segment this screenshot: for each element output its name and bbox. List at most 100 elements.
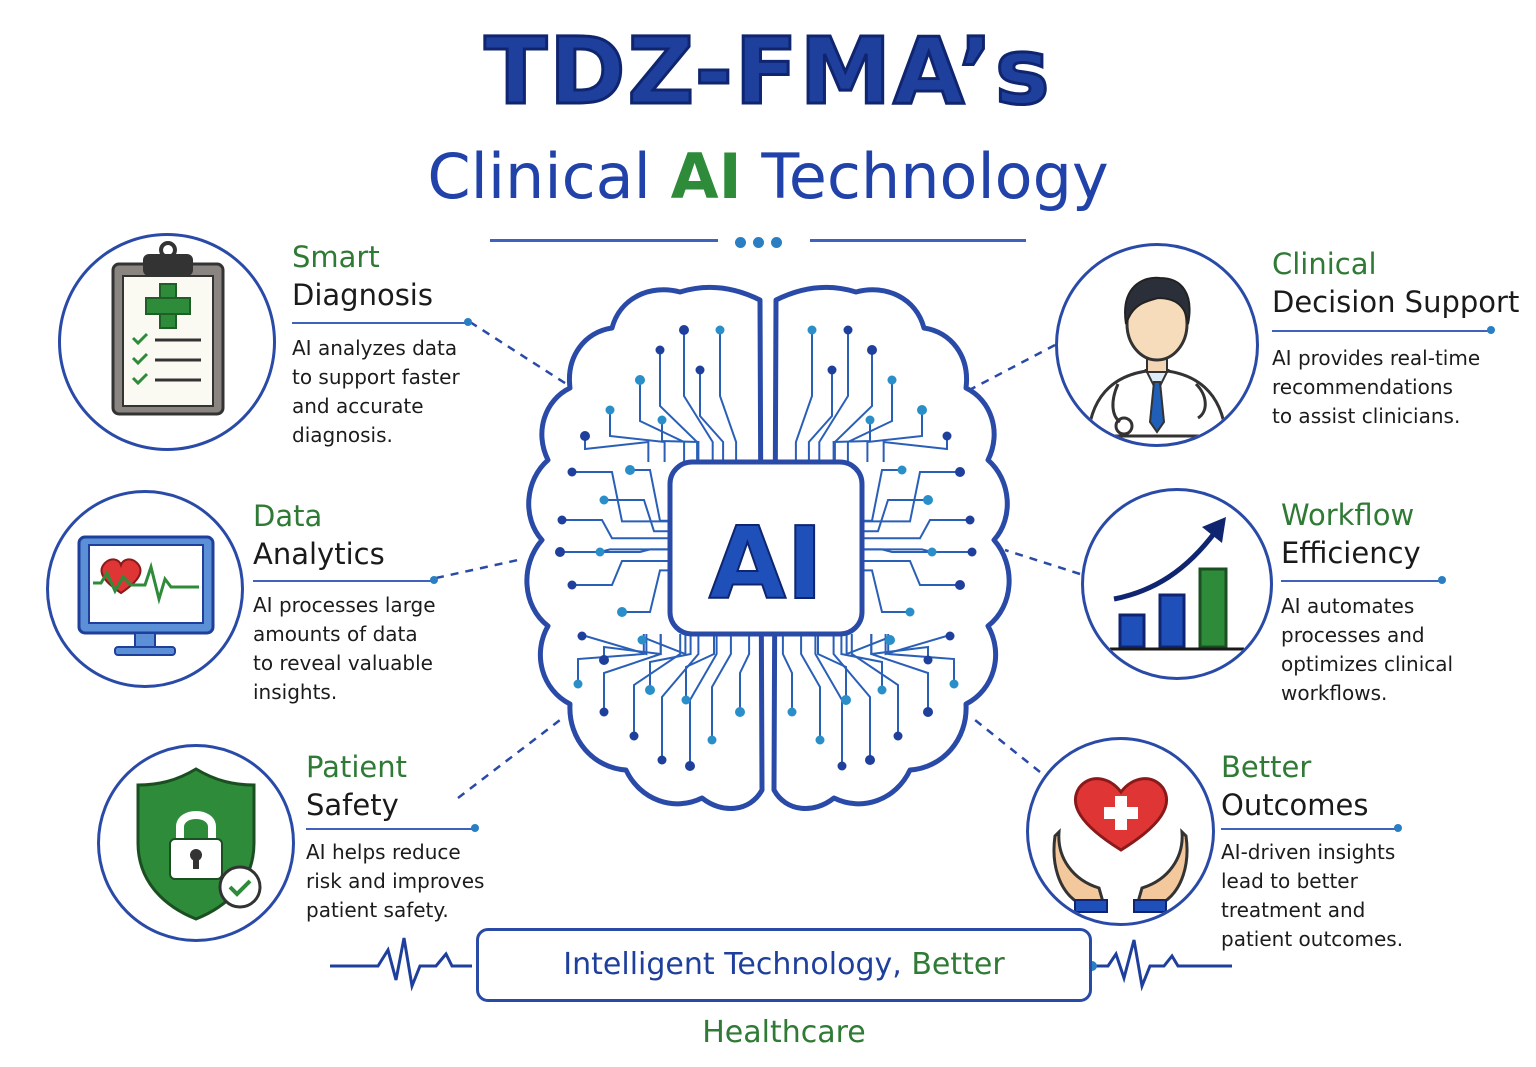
patient-safety-description: AI helps reduce risk and improves patien…: [306, 840, 485, 922]
title-divider-left: [490, 239, 718, 242]
circuit-trace: [604, 499, 672, 533]
doctor-icon: [1086, 276, 1228, 438]
circuit-node: [655, 345, 665, 355]
circuit-trace: [661, 420, 700, 462]
circuit-trace: [832, 420, 871, 462]
circuit-trace: [584, 436, 650, 462]
circuit-trace: [860, 548, 972, 553]
circuit-node: [573, 679, 583, 689]
circuit-node: [945, 631, 955, 641]
subtitle-ai: AI: [670, 140, 742, 213]
patient-safety-circle: [97, 744, 295, 942]
circuit-trace: [866, 410, 923, 462]
circuit-node: [885, 635, 895, 645]
circuit-node: [605, 405, 615, 415]
circuit-trace: [685, 634, 715, 700]
title-dots: [735, 233, 789, 252]
circuit-node: [685, 761, 695, 771]
circuit-node: [923, 707, 933, 717]
circuit-node: [625, 465, 635, 475]
circuit-node: [965, 515, 975, 525]
heart-hands-icon: [1052, 777, 1189, 913]
connector-lines: [435, 320, 1081, 799]
circuit-node: [645, 685, 655, 695]
workflow-efficiency-circle: [1081, 488, 1273, 680]
circuit-node: [837, 761, 847, 771]
circuit-trace: [882, 436, 948, 462]
circuit-node: [787, 707, 797, 717]
circuit-node: [557, 515, 567, 525]
circuit-trace: [649, 634, 692, 690]
circuit-node: [715, 325, 725, 335]
circuit-node: [887, 375, 897, 385]
circuit-node: [827, 365, 837, 375]
circuit-node: [567, 467, 577, 477]
circuit-node: [707, 735, 717, 745]
circuit-trace: [860, 471, 960, 523]
circuit-trace: [659, 350, 699, 462]
circuit-node: [657, 755, 667, 765]
circuit-node: [893, 731, 903, 741]
circuit-node: [577, 631, 587, 641]
circuit-trace: [860, 559, 960, 586]
circuit-trace: [683, 330, 714, 462]
circuit-node: [923, 655, 933, 665]
circuit-trace: [817, 634, 847, 700]
circuit-trace: [860, 499, 928, 533]
smart-diagnosis-underline: [292, 318, 472, 326]
circuit-node: [841, 695, 851, 705]
circuit-node: [807, 325, 817, 335]
circuit-node: [917, 405, 927, 415]
main-title: TDZ-FMA’s: [483, 17, 1052, 127]
better-outcomes-underline: [1221, 824, 1402, 832]
data-analytics-description: AI processes large amounts of data to re…: [253, 593, 436, 704]
smart-diagnosis-description: AI analyzes data to support faster and a…: [292, 336, 460, 447]
tagline-part1: Intelligent Technology,: [563, 947, 912, 982]
clipboard-icon: [111, 241, 225, 416]
clinical-decision-support-circle: [1055, 243, 1259, 447]
circuit-trace: [719, 330, 738, 462]
circuit-node: [635, 375, 645, 385]
ecg-lines: [330, 937, 1232, 992]
circuit-trace: [860, 569, 910, 613]
circuit-trace: [794, 330, 813, 462]
circuit-trace: [860, 469, 902, 522]
circuit-trace: [572, 471, 672, 523]
circuit-node: [877, 685, 887, 695]
circuit-node: [865, 415, 875, 425]
circuit-node: [599, 495, 609, 505]
circuit-node: [555, 547, 565, 557]
circuit-node: [815, 735, 825, 745]
subtitle-part1: Clinical: [427, 140, 671, 213]
circuit-trace: [814, 634, 843, 766]
circuit-trace: [661, 634, 700, 760]
circuit-node: [867, 345, 877, 355]
circuit-trace: [609, 410, 666, 462]
better-outcomes-circle: [1026, 737, 1215, 926]
circuit-node: [923, 495, 933, 505]
circuit-trace: [832, 634, 871, 760]
circuit-trace: [860, 519, 970, 540]
data-analytics-underline: [253, 576, 438, 584]
circuit-node: [567, 580, 577, 590]
circuit-trace: [739, 634, 751, 712]
circuit-trace: [833, 350, 873, 462]
growth-chart-icon: [1110, 517, 1244, 651]
circuit-trace: [633, 634, 682, 736]
circuit-node: [927, 547, 937, 557]
circuit-trace: [840, 634, 883, 690]
heart-monitor-icon: [77, 535, 215, 656]
circuit-node: [580, 431, 590, 441]
circuit-trace: [562, 519, 672, 540]
circuit-trace: [689, 634, 718, 766]
subtitle-part2: Technology: [741, 140, 1109, 213]
circuit-node: [595, 547, 605, 557]
circuit-trace: [603, 634, 662, 712]
circuit-node: [735, 707, 745, 717]
circuit-trace: [781, 634, 793, 712]
